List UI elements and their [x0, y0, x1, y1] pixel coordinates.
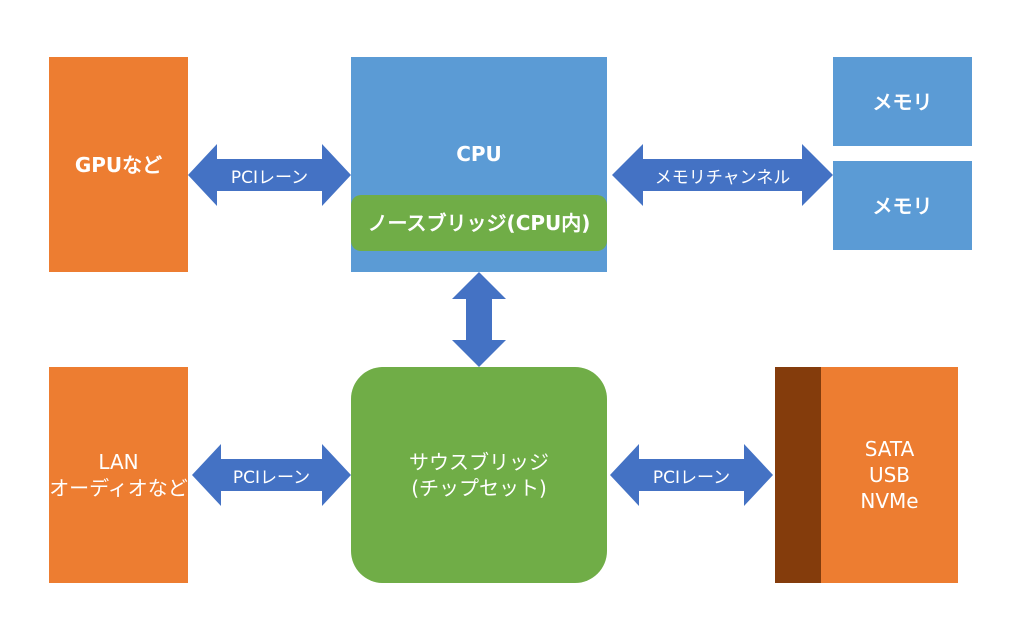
storage-connector-strip [775, 367, 821, 583]
northbridge-label: ノースブリッジ(CPU内) [367, 211, 591, 235]
lan-node: LAN オーディオなど [49, 367, 188, 583]
memory-node-bottom: メモリ [833, 161, 972, 250]
southbridge-storage-arrow [610, 444, 773, 506]
memory-label-top: メモリ [872, 89, 933, 114]
gpu-cpu-arrow [188, 144, 351, 206]
lan-southbridge-arrow-label: PCIレーン [232, 467, 311, 488]
memory-label-bottom: メモリ [872, 193, 933, 218]
southbridge-node: サウスブリッジ (チップセット) [351, 367, 607, 583]
cpu-southbridge-arrow [452, 272, 506, 367]
gpu-label: GPUなど [74, 152, 163, 177]
storage-label: SATA USB NVMe [860, 437, 919, 513]
lan-label: LAN オーディオなど [49, 450, 188, 500]
northbridge-node: ノースブリッジ(CPU内) [351, 195, 607, 251]
cpu-label: CPU [456, 142, 502, 166]
southbridge-storage-arrow-label: PCIレーン [652, 467, 731, 488]
cpu-memory-arrow-label: メモリチャンネル [654, 167, 791, 188]
lan-southbridge-arrow [192, 444, 351, 506]
cpu-memory-arrow [612, 144, 833, 206]
southbridge-label: サウスブリッジ (チップセット) [409, 450, 549, 500]
gpu-cpu-arrow-label: PCIレーン [230, 167, 309, 188]
storage-node: SATA USB NVMe [821, 367, 958, 583]
gpu-node: GPUなど [49, 57, 188, 272]
memory-node-top: メモリ [833, 57, 972, 146]
